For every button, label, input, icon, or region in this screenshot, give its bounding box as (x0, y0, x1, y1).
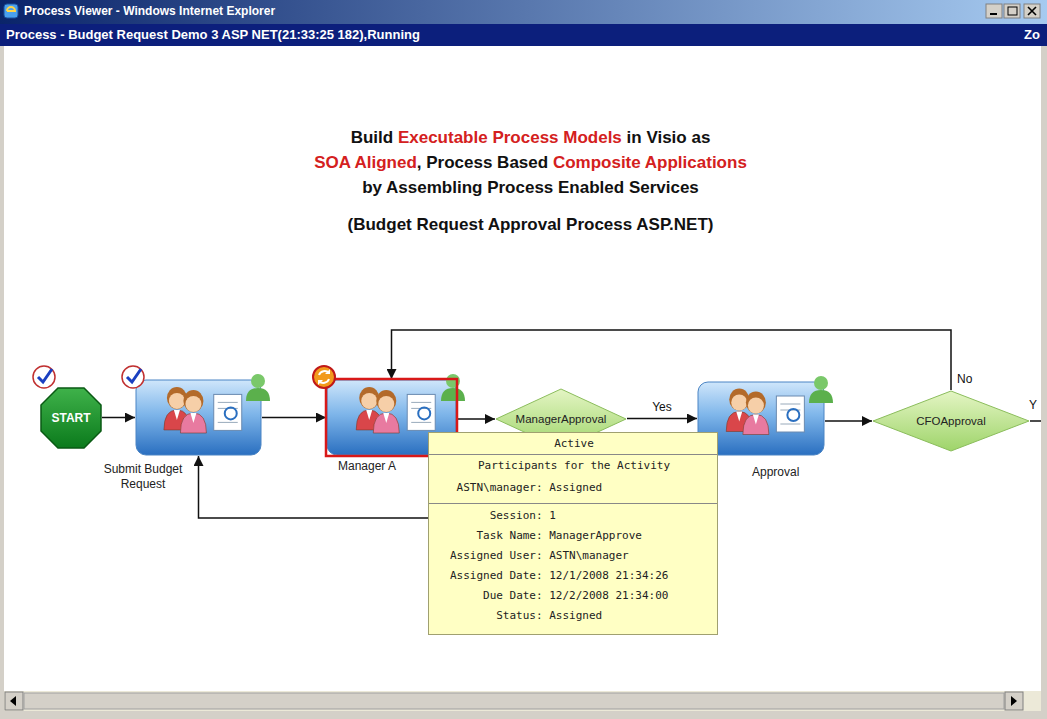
tooltip-divider (429, 503, 717, 504)
heading-line: BuildExecutable Process Models in Visio a… (14, 128, 1047, 148)
tooltip-row: Participants for the Activity (478, 459, 670, 473)
tooltip-row: Due Date: 12/2/2008 21:34:00 (483, 589, 668, 603)
heading-text: Composite Applications (553, 153, 747, 172)
task-name: Manager A (338, 459, 396, 474)
start-label: START (51, 411, 90, 425)
heading-text: in Visio as (627, 128, 711, 147)
task-name: Approval (752, 465, 799, 480)
heading-text: SOA Aligned (314, 153, 417, 172)
connector (392, 330, 952, 390)
heading-text: Build (351, 128, 394, 147)
connector (102, 417, 135, 419)
tooltip-row: Assigned User: ASTN\manager (450, 549, 629, 563)
tooltip-row: Status: Assigned (496, 609, 602, 623)
heading-line: (Budget Request Approval Process ASP.NET… (14, 215, 1047, 235)
heading-line: SOA Aligned, Process Based Composite Appl… (14, 153, 1047, 173)
tooltip-row: ASTN\manager: Assigned (457, 481, 603, 495)
window-title: Process Viewer - Windows Internet Explor… (24, 4, 275, 18)
exit-line (1030, 420, 1041, 422)
connector (627, 418, 697, 420)
connector (262, 417, 326, 419)
process-title: Process - Budget Request Demo 3 ASP NET(… (6, 27, 420, 42)
cut-toolbar-text: Zo (1024, 27, 1040, 42)
heading-line: by Assembling Process Enabled Services (14, 178, 1047, 198)
tooltip-divider (429, 454, 717, 455)
connector (457, 418, 495, 420)
tooltip-row: Active (554, 437, 594, 451)
connector (825, 420, 872, 422)
horizontal-scrollbar (4, 691, 1041, 711)
heading-text: Executable Process Models (398, 128, 622, 147)
status-tooltip: ActiveParticipants for the ActivityASTN\… (428, 432, 718, 635)
window-buttons (986, 4, 1040, 18)
heading-text: , Process Based (417, 153, 548, 172)
start-octagon: START (40, 387, 102, 449)
heading-text: by Assembling Process Enabled Services (362, 178, 699, 197)
task-shape (135, 379, 262, 456)
edge-label: No (956, 372, 973, 386)
task-box: Submit Budget Request (135, 379, 262, 456)
tooltip-row: Assigned Date: 12/1/2008 21:34:26 (450, 569, 669, 583)
decision-label: CFOApproval (916, 415, 986, 427)
task-name: Submit Budget Request (97, 462, 189, 492)
tooltip-row: Session: 1 (490, 509, 556, 523)
decision-label: ManagerApproval (516, 413, 607, 425)
heading-text: (Budget Request Approval Process ASP.NET… (348, 215, 714, 234)
tooltip-row: Task Name: ManagerApprove (476, 529, 642, 543)
branch-label: Y (1029, 398, 1037, 412)
decision-diamond: CFOApproval (872, 390, 1030, 452)
edge-label: Yes (651, 400, 673, 414)
